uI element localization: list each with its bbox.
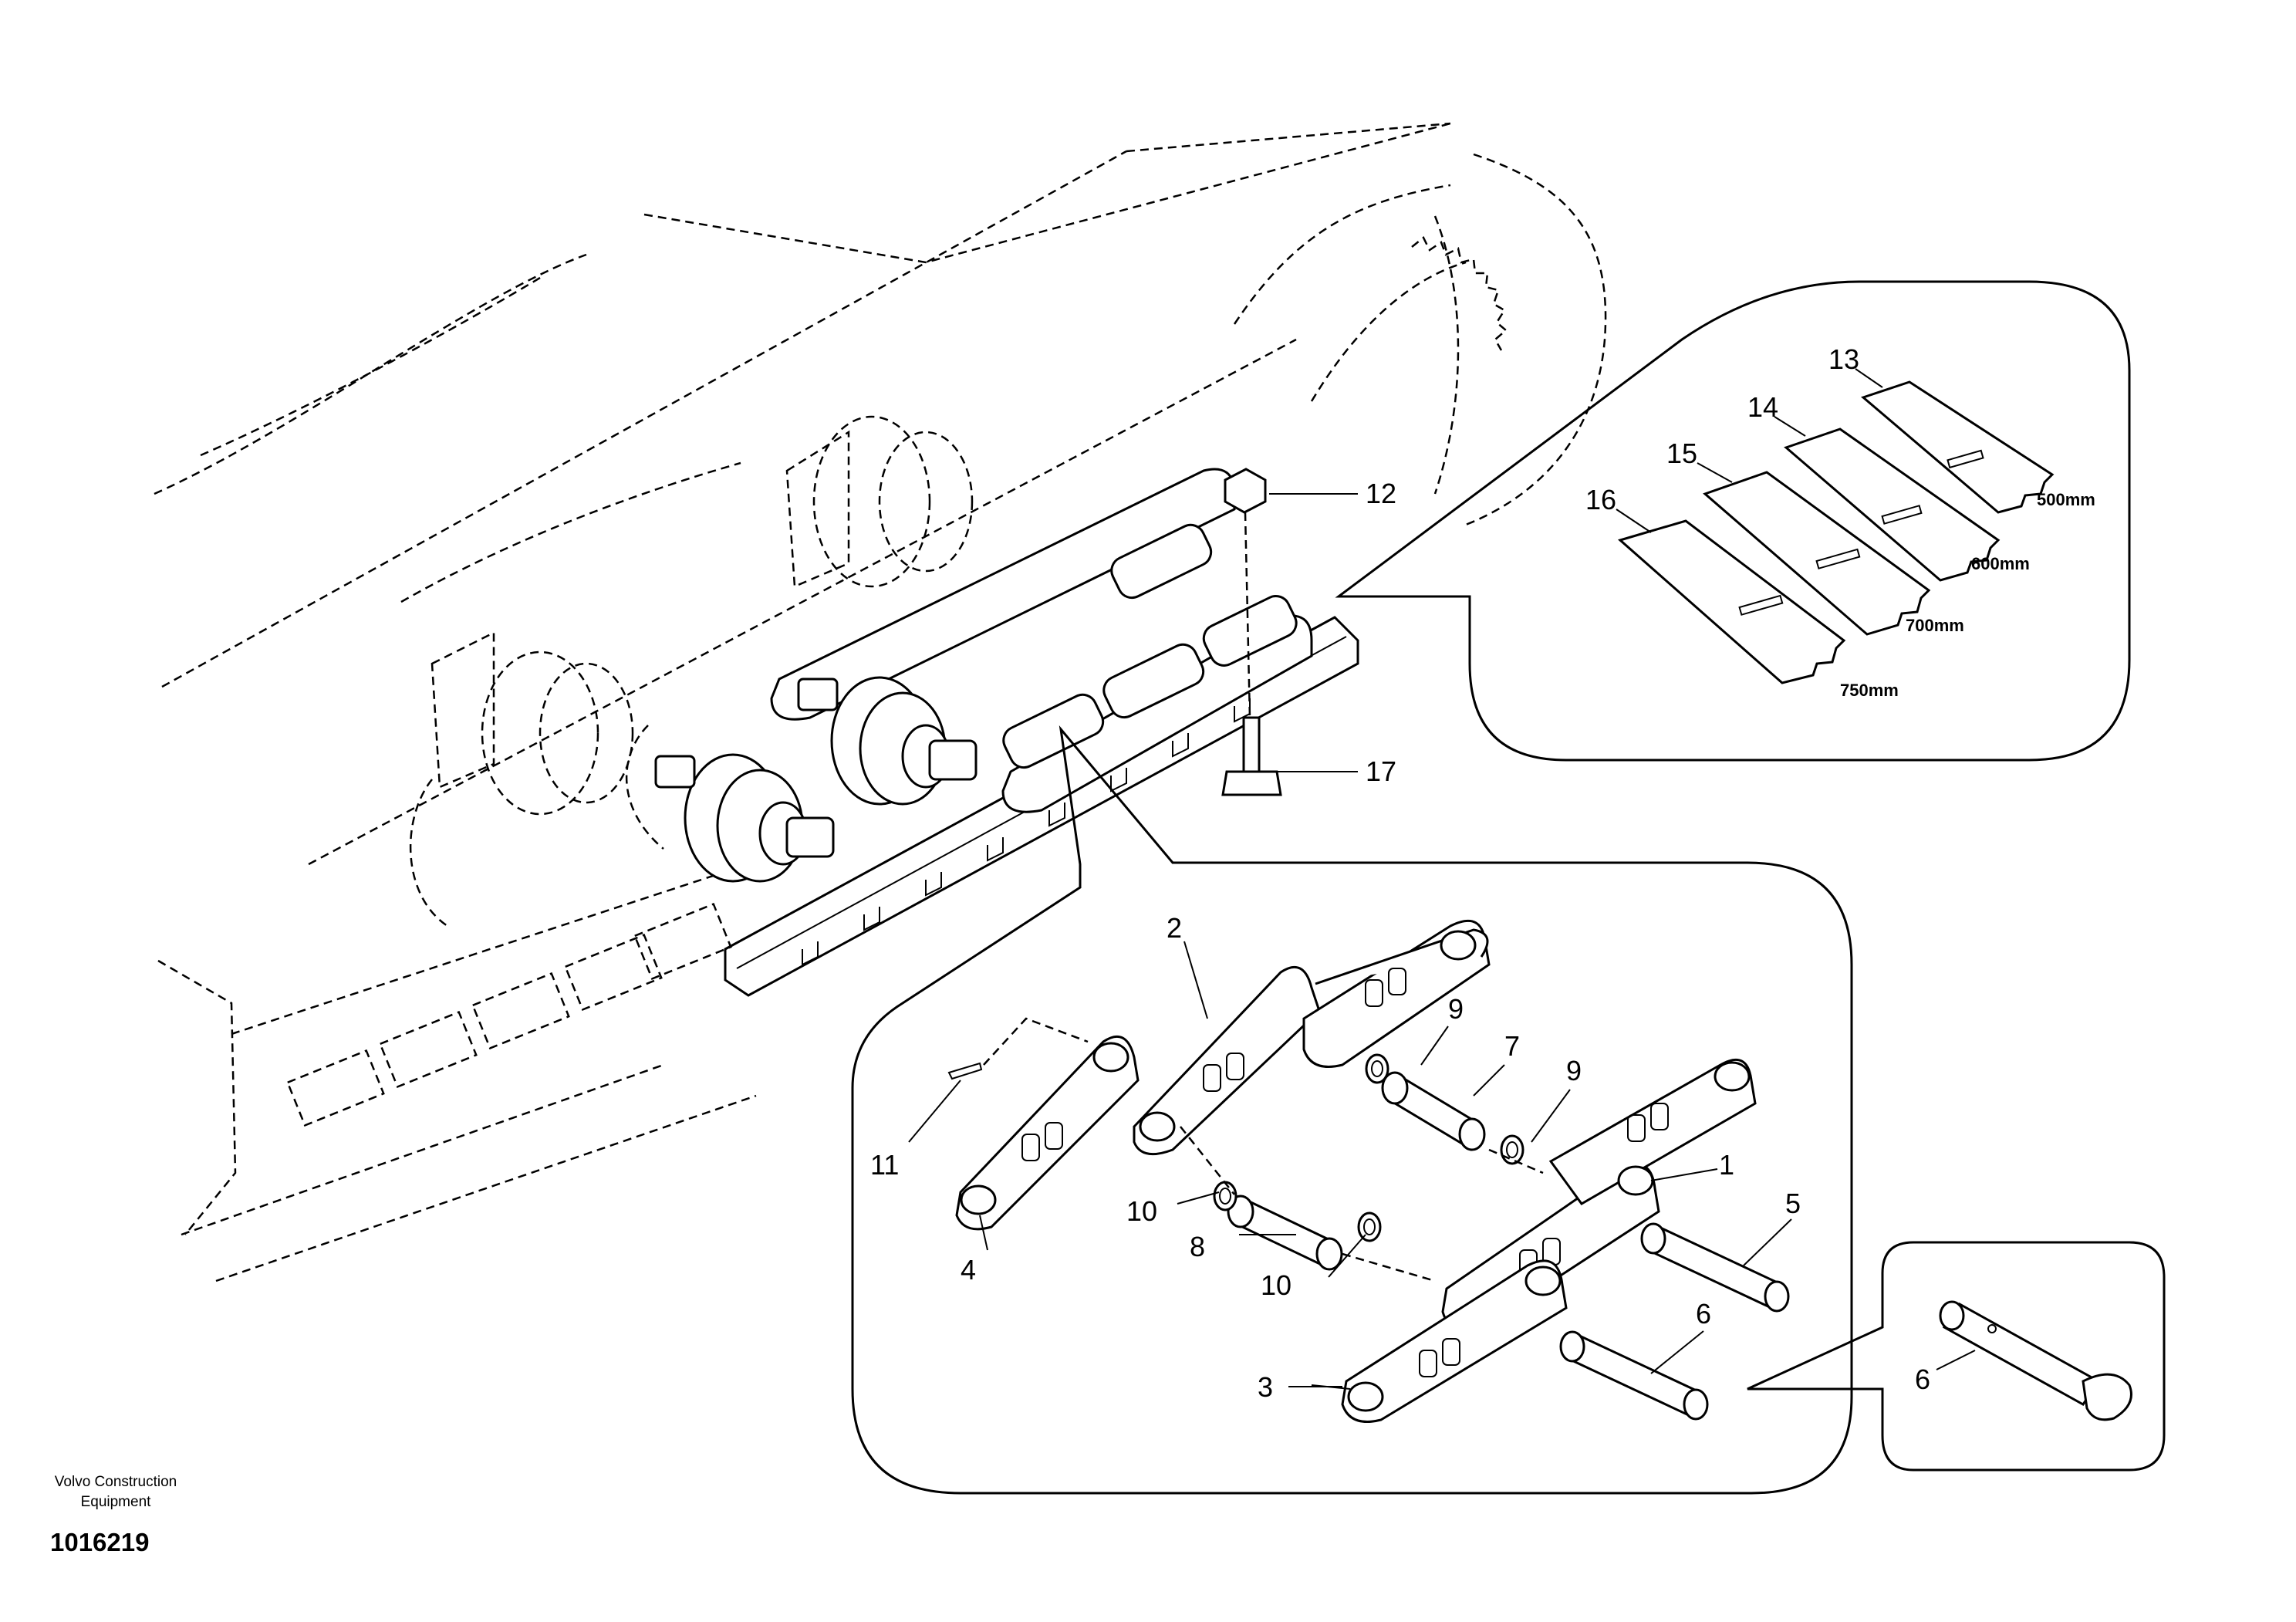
assembled-links <box>1002 523 1298 769</box>
bushing-8 <box>1227 1195 1343 1271</box>
callout-5: 5 <box>1785 1188 1801 1219</box>
shoe-750 <box>1617 519 1846 684</box>
callout-10b: 10 <box>1261 1269 1292 1301</box>
assembled-track-chain <box>654 468 1359 997</box>
callout-2: 2 <box>1167 912 1182 944</box>
callout-16: 16 <box>1585 484 1616 515</box>
callout-15: 15 <box>1666 438 1697 469</box>
link-4 <box>955 1035 1140 1231</box>
link-3 <box>1341 1259 1568 1423</box>
callout-8: 8 <box>1190 1231 1205 1262</box>
bushing-7 <box>1381 1071 1486 1151</box>
callout-6b: 6 <box>1915 1363 1930 1395</box>
pin-detail-panel <box>1747 1241 2166 1472</box>
pin-6-detail <box>1939 1300 2132 1421</box>
shoe-600 <box>1784 427 2001 582</box>
callout-11: 11 <box>870 1149 899 1181</box>
pin-6 <box>1559 1330 1709 1421</box>
callout-4: 4 <box>961 1254 976 1286</box>
drawing-number: 1016219 <box>50 1528 149 1556</box>
link-2 <box>1133 919 1491 1156</box>
callout-labels: 12 17 13 14 15 16 2 9 7 9 11 4 10 8 10 1… <box>870 343 1930 1403</box>
brand-line-2: Equipment <box>81 1494 152 1510</box>
width-750: 750mm <box>1840 681 1899 700</box>
callout-6a: 6 <box>1696 1298 1711 1330</box>
callout-14: 14 <box>1747 391 1778 423</box>
bottom-rollers <box>654 676 977 883</box>
chain-parts-panel <box>851 725 1853 1495</box>
seals <box>1213 1053 1524 1242</box>
footer: Volvo Construction Equipment 1016219 <box>50 1474 177 1556</box>
track-nut-12 <box>1224 468 1267 718</box>
callout-9b: 9 <box>1566 1055 1582 1086</box>
callout-3: 3 <box>1258 1371 1273 1403</box>
callout-17: 17 <box>1366 755 1396 787</box>
undercarriage-outline <box>154 122 1607 1282</box>
track-shoe-variants-panel <box>1335 280 2131 762</box>
callout-10a: 10 <box>1126 1195 1157 1227</box>
pin-5 <box>1640 1222 1790 1313</box>
callout-7: 7 <box>1504 1030 1520 1062</box>
shoe-700 <box>1703 471 1931 636</box>
width-600: 600mm <box>1971 554 2030 573</box>
width-700: 700mm <box>1906 616 1964 635</box>
callout-12: 12 <box>1366 478 1396 509</box>
cotter-pin-11 <box>947 1017 1089 1080</box>
shoe-500 <box>1861 380 2055 514</box>
callout-13: 13 <box>1828 343 1859 375</box>
callout-9a: 9 <box>1448 993 1464 1025</box>
dashed-track-links <box>286 902 732 1127</box>
callout-1: 1 <box>1719 1149 1734 1181</box>
track-bolt-17 <box>1221 716 1282 796</box>
brand-line-1: Volvo Construction <box>55 1474 177 1490</box>
width-500: 500mm <box>2037 490 2095 509</box>
shoe-width-labels: 500mm 600mm 700mm 750mm <box>1840 490 2095 700</box>
